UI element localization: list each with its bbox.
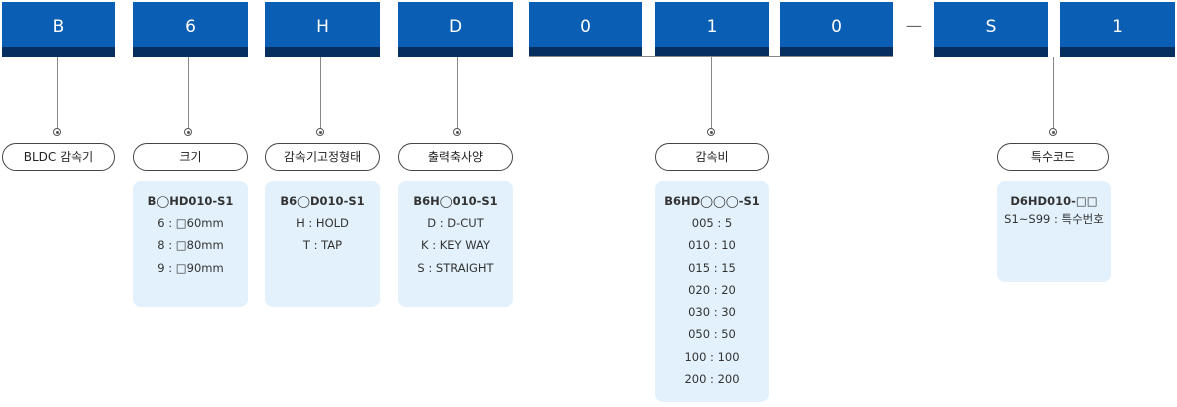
list-item: S : STRAIGHT — [417, 260, 494, 275]
connector-line — [57, 57, 58, 129]
connector-dot — [184, 128, 192, 136]
code-box-d: D — [398, 2, 513, 57]
list-item: 050 : 50 — [688, 327, 736, 342]
list-item: 9 : □90mm — [157, 260, 224, 275]
list-item: 100 : 100 — [684, 349, 740, 364]
code-box-1b: 1 — [1060, 2, 1175, 57]
list-item: 030 : 30 — [688, 305, 736, 320]
connector-line — [320, 57, 321, 129]
list-item: K : KEY WAY — [421, 238, 490, 253]
code-box-s: S — [934, 2, 1048, 57]
connector-dot — [707, 128, 715, 136]
label-ratio: 감속비 — [655, 143, 769, 171]
label-mount: 감속기고정형태 — [265, 143, 380, 171]
list-item: 005 : 5 — [691, 216, 733, 230]
code-box-6: 6 — [133, 2, 248, 57]
code-box-b: B — [2, 2, 115, 57]
label-size: 크기 — [133, 143, 248, 171]
label-shaft: 출력축사양 — [398, 143, 513, 171]
shaft-box-header: B6H◯010-S1 — [413, 194, 498, 208]
list-item: 020 : 20 — [688, 282, 736, 297]
size-box-header: B◯HD010-S1 — [147, 194, 234, 208]
label-bldc: BLDC 감속기 — [2, 143, 115, 171]
connector-line — [188, 57, 189, 129]
special-box-header: D6HD010-□□ — [1010, 194, 1098, 208]
connector-dot — [316, 128, 324, 136]
code-box-1: 1 — [655, 2, 769, 57]
code-box-h: H — [265, 2, 380, 57]
connector-line — [457, 57, 458, 129]
mount-box: B6◯D010-S1 H : HOLD T : TAP — [265, 181, 380, 307]
connector-dot — [53, 128, 61, 136]
list-item: 8 : □80mm — [157, 238, 224, 253]
connector-line — [1053, 57, 1054, 129]
label-special: 특수코드 — [997, 143, 1109, 171]
separator-dash: — — [906, 16, 922, 35]
connector-line — [711, 57, 712, 129]
ratio-box-header: B6HD◯◯◯-S1 — [664, 194, 760, 208]
list-item: H : HOLD — [296, 216, 349, 230]
list-item: 015 : 15 — [688, 260, 736, 275]
list-item: 010 : 10 — [688, 238, 736, 253]
ratio-bracket-line — [529, 56, 893, 57]
list-item: 200 : 200 — [684, 372, 740, 387]
list-item: S1~S99 : 특수번호 — [1004, 212, 1104, 226]
list-item: 6 : □60mm — [157, 216, 224, 230]
code-box-0b: 0 — [780, 2, 893, 57]
list-item: T : TAP — [302, 238, 343, 253]
special-box: D6HD010-□□ S1~S99 : 특수번호 — [997, 181, 1111, 282]
code-box-0a: 0 — [529, 2, 642, 57]
mount-box-header: B6◯D010-S1 — [280, 194, 365, 208]
size-box: B◯HD010-S1 6 : □60mm 8 : □80mm 9 : □90mm — [133, 181, 248, 307]
connector-dot — [453, 128, 461, 136]
ratio-box: B6HD◯◯◯-S1 005 : 5 010 : 10 015 : 15 020… — [655, 181, 769, 402]
list-item: D : D-CUT — [427, 216, 484, 230]
connector-dot — [1049, 128, 1057, 136]
shaft-box: B6H◯010-S1 D : D-CUT K : KEY WAY S : STR… — [398, 181, 513, 307]
